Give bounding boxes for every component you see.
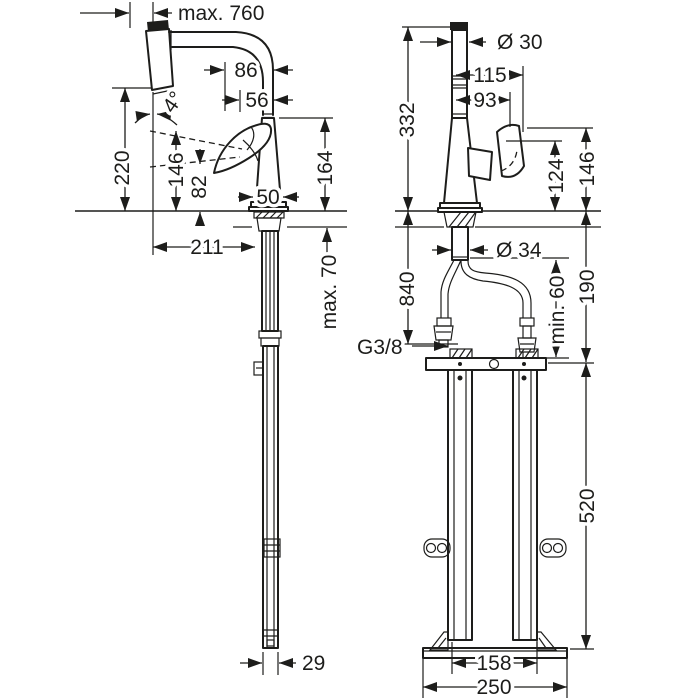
supply-hoses-left [440, 259, 462, 318]
coupling-left [423, 538, 451, 558]
dim-label-shank-diameter: Ø 34 [496, 239, 542, 262]
spout-cap-front [450, 22, 468, 30]
dim-spout-front: 86 [204, 56, 293, 86]
dim-spout-axis: 56 [222, 86, 293, 116]
faucet-side-body [145, 20, 289, 212]
foot-left [428, 631, 449, 651]
mounting-nut-front [443, 211, 477, 228]
unit-top-plate [425, 357, 547, 371]
dim-handle-width-total: 115 [456, 61, 523, 91]
dim-unit-height: 520 [573, 363, 603, 649]
dim-label-rail-spacing: 158 [476, 652, 511, 675]
handle-side [213, 122, 273, 174]
dimensions-front: Ø 30 115 93 332 840 [354, 26, 603, 700]
shank-front [451, 226, 469, 261]
tube-end-plug [266, 639, 275, 647]
hose-guide-tube [262, 345, 279, 649]
tube-end-fitting [264, 629, 278, 637]
dim-handle-low-height: 124 [542, 141, 572, 211]
faucet-front-body [437, 22, 525, 213]
dim-label-aerator-height: 146 [165, 152, 188, 187]
dim-label-spray-height: 82 [188, 175, 211, 198]
handle-alt-position-dashed [500, 149, 518, 172]
dim-clearance-below: 190 [573, 211, 603, 362]
dim-label-spout-front: 86 [234, 59, 257, 82]
dim-hose-tube-width: 29 [240, 649, 329, 679]
dim-base-plate-width: 250 [423, 673, 567, 700]
dim-aerator-height: 146 [162, 131, 192, 211]
dim-label-unit-height: 520 [576, 488, 599, 523]
handle-grip [496, 123, 525, 178]
dim-label-outlet-height: 220 [111, 150, 134, 185]
dim-label-connection-thread: G3/8 [357, 336, 403, 359]
below-counter-side [253, 211, 285, 649]
side-view: max. 760 86 56 4° 220 [80, 0, 345, 679]
handle-pivot [467, 147, 493, 181]
rail-left [447, 369, 473, 641]
spout-outer [168, 31, 274, 116]
dim-pullout-length: max. 760 [80, 0, 268, 29]
spout-inner [171, 46, 264, 116]
dim-label-reach: 211 [190, 236, 223, 259]
installation-unit [422, 348, 568, 659]
dim-label-handle-width-total: 115 [473, 64, 506, 87]
below-counter-front [433, 211, 537, 357]
dim-label-counter-thickness: max. 70 [318, 255, 341, 330]
base-plate-side [248, 206, 289, 212]
dim-outlet-height: 220 [108, 88, 138, 211]
dim-spray-height: 82 [185, 149, 215, 226]
dim-label-hose-length: 840 [396, 271, 419, 306]
dim-label-handle-low-height: 124 [545, 158, 568, 193]
dim-label-handle-top-height: 146 [576, 151, 599, 186]
dim-label-spout-diameter: Ø 30 [497, 31, 543, 54]
dim-hose-length: 840 [393, 211, 423, 344]
dim-total-height: 332 [393, 27, 423, 211]
dim-label-base-width: 50 [256, 186, 279, 209]
dim-shank-diameter: Ø 34 [432, 236, 545, 266]
supply-hose-right [460, 260, 532, 318]
dim-label-handle-width: 93 [473, 89, 496, 112]
dim-label-total-height: 332 [396, 102, 419, 137]
dim-label-body-height: 164 [314, 150, 337, 185]
dimensions-side: max. 760 86 56 4° 220 [80, 0, 345, 679]
front-view: Ø 30 115 93 332 840 [354, 22, 603, 700]
dim-label-pullout: max. 760 [178, 2, 264, 25]
countertop [75, 210, 601, 228]
dim-handle-width: 93 [456, 86, 510, 116]
dim-handle-top-height: 146 [573, 128, 603, 211]
coupling-right [539, 538, 567, 558]
dim-body-height: 164 [311, 118, 341, 211]
dim-rail-spacing: 158 [452, 649, 537, 679]
dim-label-spout-axis: 56 [245, 89, 268, 112]
tube-slider [263, 538, 281, 558]
top-plate-hole [488, 358, 500, 370]
spout-pipe-front [451, 29, 468, 119]
dim-connection-thread: G3/8 [354, 333, 448, 363]
dim-label-min-clearance: min. 60 [546, 276, 569, 345]
dim-base-width: 50 [238, 183, 299, 213]
dim-label-base-plate-width: 250 [476, 676, 511, 699]
dim-label-clearance-below: 190 [576, 269, 599, 304]
rail-right [512, 369, 538, 641]
dim-reach: 211 [153, 233, 255, 263]
dim-counter-thickness: max. 70 [315, 228, 345, 333]
dim-min-clearance: min. 60 [543, 260, 573, 357]
dim-label-hose-tube-width: 29 [302, 652, 325, 675]
dim-spout-diameter: Ø 30 [420, 28, 546, 58]
